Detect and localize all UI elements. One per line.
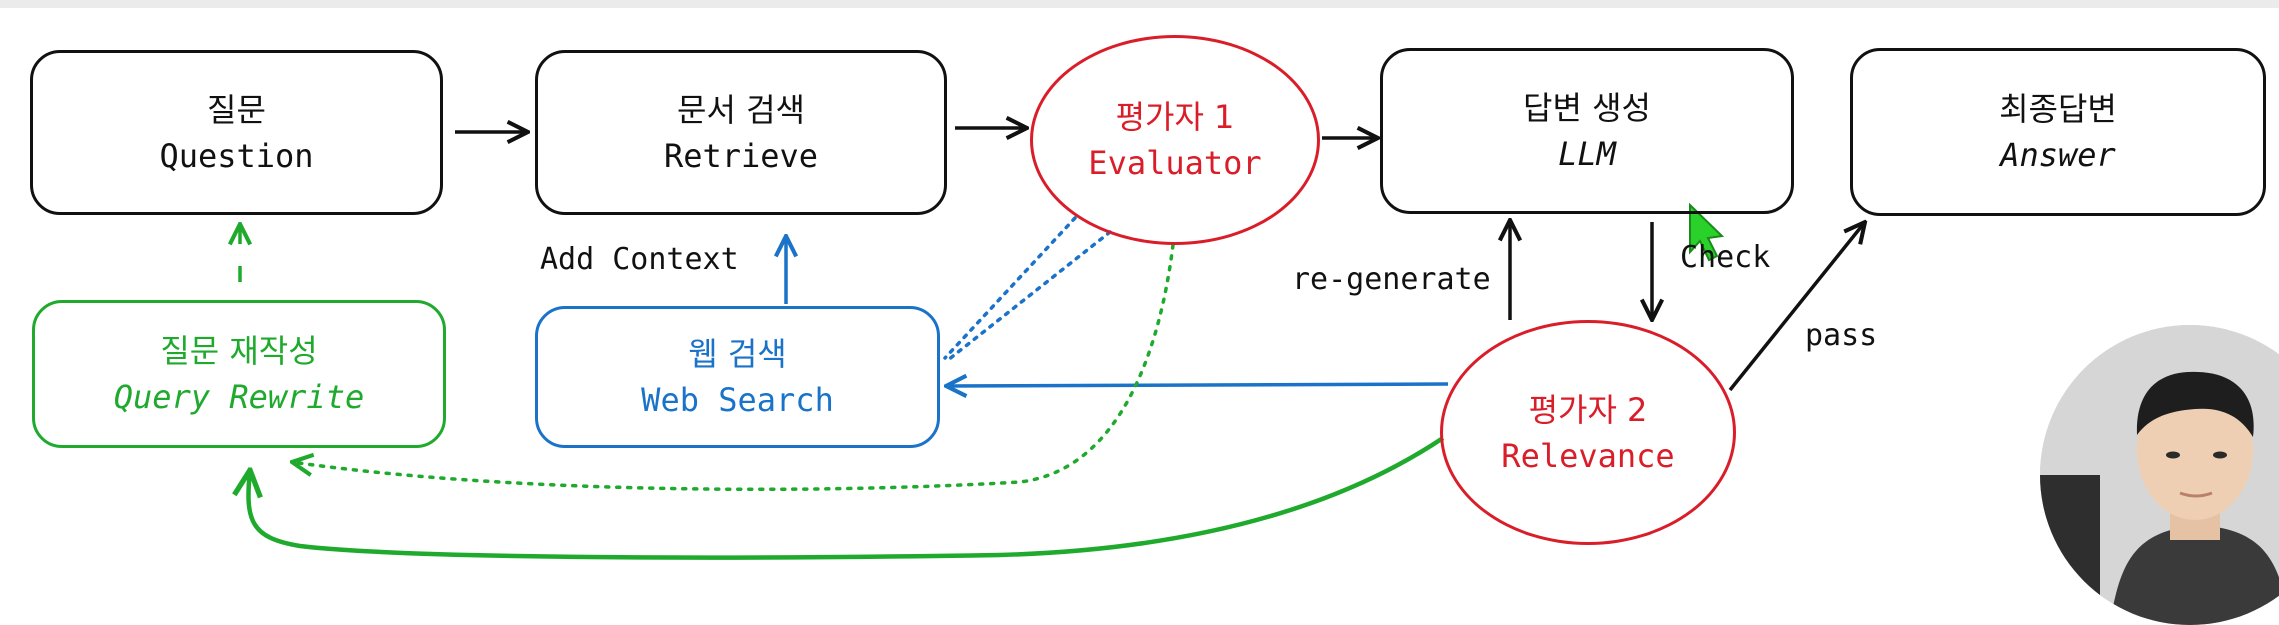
label-add-context: Add Context	[540, 242, 739, 277]
label-pass: pass	[1805, 318, 1878, 353]
node-evaluator-en: Evaluator	[1088, 144, 1262, 182]
node-answer-en: Answer	[2000, 136, 2116, 174]
edge-evaluator-websearch-dotted-2	[946, 230, 1112, 362]
cursor-icon	[1689, 202, 1725, 262]
node-query-rewrite-en: Query Rewrite	[113, 378, 365, 416]
node-web-search-ko: 웹 검색	[688, 335, 787, 373]
node-llm-ko: 답변 생성	[1523, 89, 1651, 127]
node-retrieve: 문서 검색 Retrieve	[535, 50, 947, 215]
node-answer-ko: 최종답변	[1999, 90, 2117, 128]
node-relevance-en: Relevance	[1501, 436, 1675, 475]
edge-evaluator-rewrite-dotted	[292, 243, 1175, 492]
label-regenerate: re-generate	[1292, 262, 1491, 297]
node-retrieve-ko: 문서 검색	[677, 90, 805, 129]
edge-evaluator-websearch-dotted-1	[943, 216, 1077, 360]
node-query-rewrite-ko: 질문 재작성	[160, 332, 318, 370]
node-answer: 최종답변 Answer	[1850, 48, 2266, 216]
node-llm: 답변 생성 LLM	[1380, 48, 1794, 214]
top-strip	[0, 0, 2279, 8]
node-question-en: Question	[159, 136, 314, 175]
edge-relevance-answer-pass	[1728, 222, 1865, 392]
node-query-rewrite: 질문 재작성 Query Rewrite	[32, 300, 446, 448]
node-web-search-en: Web Search	[641, 381, 834, 419]
node-question-ko: 질문	[207, 90, 266, 129]
diagram-edges	[0, 0, 2279, 560]
node-question: 질문 Question	[30, 50, 443, 215]
edge-relevance-websearch	[946, 384, 1449, 386]
node-evaluator: 평가자 1 Evaluator	[1030, 35, 1320, 245]
label-check: Check	[1680, 240, 1771, 275]
node-relevance-ko: 평가자 2	[1528, 390, 1648, 429]
node-web-search: 웹 검색 Web Search	[535, 306, 940, 448]
node-llm-en: LLM	[1558, 135, 1616, 173]
node-retrieve-en: Retrieve	[663, 136, 819, 175]
node-evaluator-ko: 평가자 1	[1115, 98, 1235, 136]
node-relevance: 평가자 2 Relevance	[1440, 320, 1736, 545]
edge-relevance-rewrite	[248, 436, 1445, 560]
